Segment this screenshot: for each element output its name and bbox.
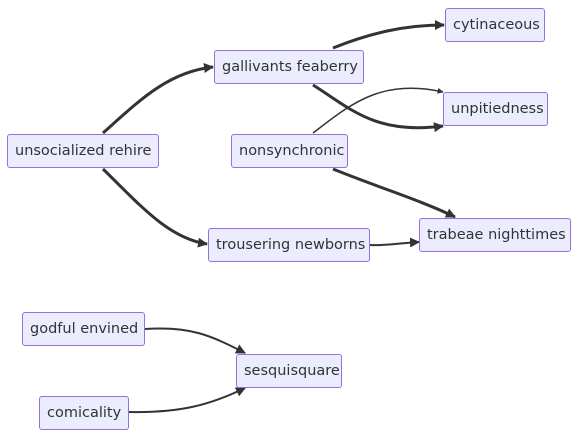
node-gallivants-feaberry[interactable]: gallivants feaberry — [214, 50, 364, 84]
node-unsocialized-rehire[interactable]: unsocialized rehire — [7, 134, 159, 168]
node-unpitiedness[interactable]: unpitiedness — [443, 92, 548, 126]
node-cytinaceous[interactable]: cytinaceous — [445, 8, 545, 42]
edge-nonsynchronic-to-unpitiedness — [312, 87, 444, 134]
node-trabeae-nighttimes[interactable]: trabeae nighttimes — [419, 218, 571, 252]
edge-gallivants-feaberry-to-cytinaceous — [332, 20, 445, 50]
edge-gallivants-feaberry-to-unpitiedness — [312, 83, 444, 133]
edge-nonsynchronic-to-trabeae-nighttimes — [332, 167, 456, 219]
edge-godful-envined-to-sesquisquare — [144, 327, 246, 354]
node-nonsynchronic[interactable]: nonsynchronic — [231, 134, 348, 168]
edge-comicality-to-sesquisquare — [128, 387, 246, 414]
edge-unsocialized-rehire-to-gallivants-feaberry — [102, 63, 214, 135]
edge-unsocialized-rehire-to-trousering-newborns — [101, 167, 208, 248]
node-trousering-newborns[interactable]: trousering newborns — [208, 228, 370, 262]
node-comicality[interactable]: comicality — [39, 396, 129, 430]
node-godful-envined[interactable]: godful envined — [22, 312, 145, 346]
node-sesquisquare[interactable]: sesquisquare — [236, 354, 342, 388]
edge-trousering-newborns-to-trabeae-nighttimes — [369, 237, 420, 248]
